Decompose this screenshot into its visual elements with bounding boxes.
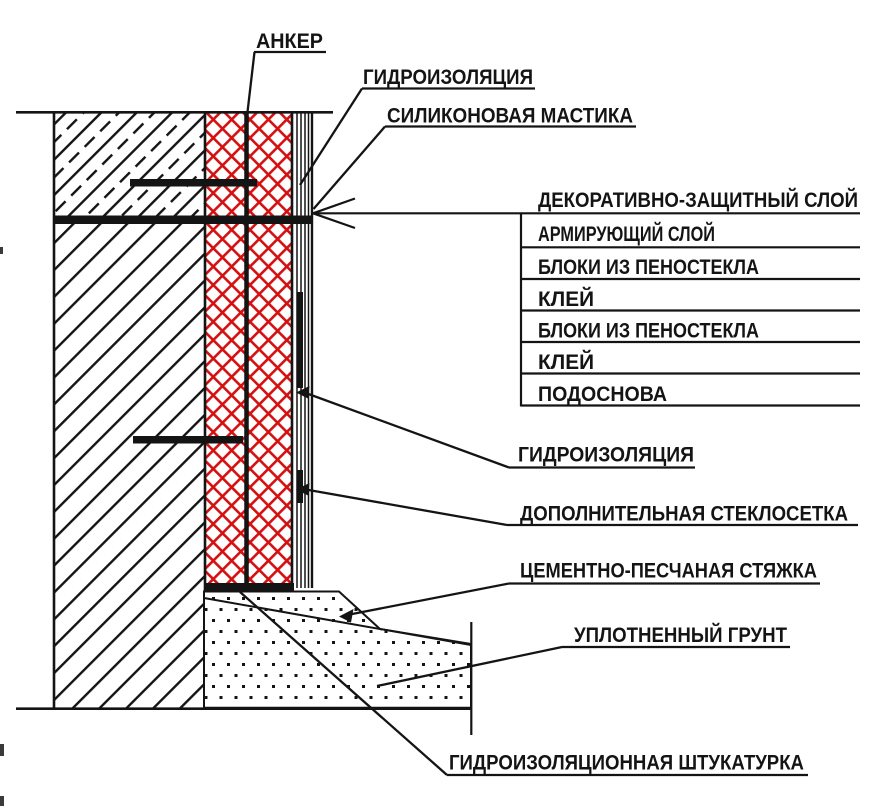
- label-silicone-mastic: СИЛИКОНОВАЯ МАСТИКА: [387, 105, 633, 128]
- label-glue-2: КЛЕЙ: [538, 350, 594, 374]
- waterproofing-plaster-bar: [204, 583, 294, 592]
- waterproofing-side-leader: [302, 390, 510, 469]
- glass-mesh-arrowhead: [296, 483, 310, 496]
- label-cement-sand-screed: ЦЕМЕНТНО-ПЕСЧАНАЯ СТЯЖКА: [520, 560, 817, 583]
- mastic-seam-bar: [53, 215, 311, 224]
- anchor-leader: [246, 51, 256, 113]
- screed-soil-boundary-line: [203, 597, 472, 646]
- anchor-bar-upper: [130, 179, 257, 187]
- label-substrate: ПОДОСНОВА: [538, 383, 667, 406]
- label-foam-glass-blocks-1: БЛОКИ ИЗ ПЕНОСТЕКЛА: [538, 256, 759, 279]
- screed-leader: [346, 582, 510, 617]
- label-compacted-soil: УПЛОТНЕННЫЙ ГРУНТ: [574, 623, 787, 647]
- label-glue-1: КЛЕЙ: [538, 287, 594, 311]
- silicone-mastic-leader: [312, 125, 386, 210]
- glass-mesh-leader: [302, 487, 508, 527]
- anchor-bar-lower: [133, 436, 243, 444]
- callout-leaders: [239, 50, 858, 777]
- wall-hatch-lower: [55, 224, 205, 709]
- label-waterproofing-plaster: ГИДРОИЗОЛЯЦИОННАЯ ШТУКАТУРКА: [449, 752, 804, 775]
- layer-stack-ladder: [312, 197, 860, 407]
- glass-mesh-segment: [296, 470, 303, 503]
- label-waterproofing-side: ГИДРОИЗОЛЯЦИЯ: [518, 444, 694, 467]
- screed-arrowhead: [339, 609, 354, 623]
- label-additional-glass-mesh: ДОПОЛНИТЕЛЬНАЯ СТЕКЛОСЕТКА: [520, 503, 848, 526]
- waterproofing-membrane-segment: [296, 292, 303, 388]
- label-reinforcing-layer: АРМИРУЮЩИЙ СЛОЙ: [538, 222, 715, 246]
- plaster-leader: [239, 591, 448, 776]
- foam-glass-insulation-band: [206, 113, 292, 584]
- label-decorative-protective-layer: ДЕКОРАТИВНО-ЗАЩИТНЫЙ СЛОЙ: [538, 188, 858, 212]
- waterproofing-top-leader: [299, 87, 363, 186]
- arrow-head-upper: [312, 197, 356, 215]
- label-foam-glass-blocks-2: БЛОКИ ИЗ ПЕНОСТЕКЛА: [538, 320, 759, 343]
- soil-leader: [376, 645, 563, 688]
- label-anchor: АНКЕР: [256, 30, 323, 53]
- wall-hatch-upper: [55, 113, 205, 216]
- label-waterproofing-top: ГИДРОИЗОЛЯЦИЯ: [363, 66, 533, 89]
- arrow-head-lower: [312, 212, 356, 230]
- scan-artifacts: [0, 247, 4, 806]
- waterproofing-side-arrowhead: [296, 386, 310, 399]
